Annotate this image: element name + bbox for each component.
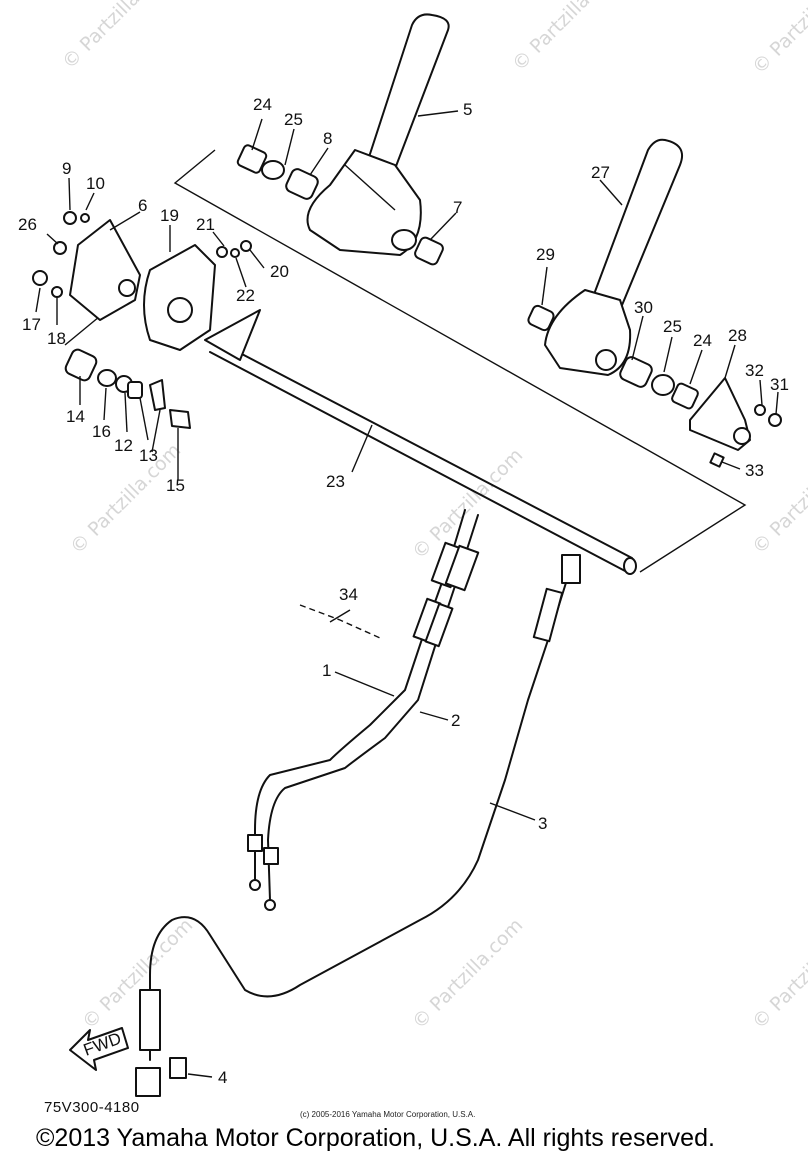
callout-13: 13: [139, 446, 158, 465]
callout-24: 24: [693, 331, 712, 350]
callout-4: 4: [218, 1068, 227, 1087]
callout-33: 33: [745, 461, 764, 480]
callout-6: 6: [138, 196, 147, 215]
callout-10: 10: [86, 174, 105, 193]
callout-32: 32: [745, 361, 764, 380]
watermark: © Partzilla.com: [78, 914, 197, 1033]
wire-34: [299, 604, 381, 639]
hardware-parts: [32, 144, 782, 468]
watermark: © Partzilla.com: [508, 0, 627, 76]
handlebar-left: [306, 13, 450, 256]
steering-shaft: [204, 309, 637, 575]
callout-labels: 5 7 24 25 8 9 10 6 19 21 26 20 22 17 18 …: [18, 95, 789, 1087]
callout-17: 17: [22, 315, 41, 334]
leader-lines: [35, 110, 779, 1078]
watermark: © Partzilla.com: [748, 439, 808, 558]
callout-22: 22: [236, 286, 255, 305]
callout-34: 34: [339, 585, 358, 604]
callout-20: 20: [270, 262, 289, 281]
callout-2: 2: [451, 711, 460, 730]
callout-19: 19: [160, 206, 179, 225]
callout-28: 28: [728, 326, 747, 345]
callout-25: 25: [284, 110, 303, 129]
callout-21: 21: [196, 215, 215, 234]
callout-31: 31: [770, 375, 789, 394]
callout-18: 18: [47, 329, 66, 348]
callout-24: 24: [253, 95, 272, 114]
callout-7: 7: [453, 198, 462, 217]
watermark: © Partzilla.com: [66, 439, 185, 558]
main-copyright: ©2013 Yamaha Motor Corporation, U.S.A. A…: [36, 1124, 715, 1152]
watermark: © Partzilla.com: [58, 0, 177, 74]
shift-cable: [135, 554, 581, 1097]
callout-27: 27: [591, 163, 610, 182]
callout-14: 14: [66, 407, 85, 426]
callout-3: 3: [538, 814, 547, 833]
watermark: © Partzilla.com: [748, 914, 808, 1033]
small-copyright: (c) 2005-2016 Yamaha Motor Corporation, …: [300, 1110, 476, 1119]
throttle-cables: [247, 509, 480, 911]
callout-25: 25: [663, 317, 682, 336]
callout-12: 12: [114, 436, 133, 455]
watermark: © Partzilla.com: [748, 0, 808, 79]
callout-5: 5: [463, 100, 472, 119]
callout-26: 26: [18, 215, 37, 234]
callout-29: 29: [536, 245, 555, 264]
diagram-code: 75V300-4180: [44, 1099, 140, 1116]
callout-9: 9: [62, 159, 71, 178]
callout-30: 30: [634, 298, 653, 317]
fwd-arrow: FWD: [69, 1027, 129, 1071]
watermark: © Partzilla.com: [408, 914, 527, 1033]
callout-23: 23: [326, 472, 345, 491]
handlebar-right: [544, 138, 684, 376]
callout-16: 16: [92, 422, 111, 441]
callout-15: 15: [166, 476, 185, 495]
callout-1: 1: [322, 661, 331, 680]
watermark-layer: © Partzilla.com © Partzilla.com © Partzi…: [58, 0, 808, 1034]
callout-8: 8: [323, 129, 332, 148]
